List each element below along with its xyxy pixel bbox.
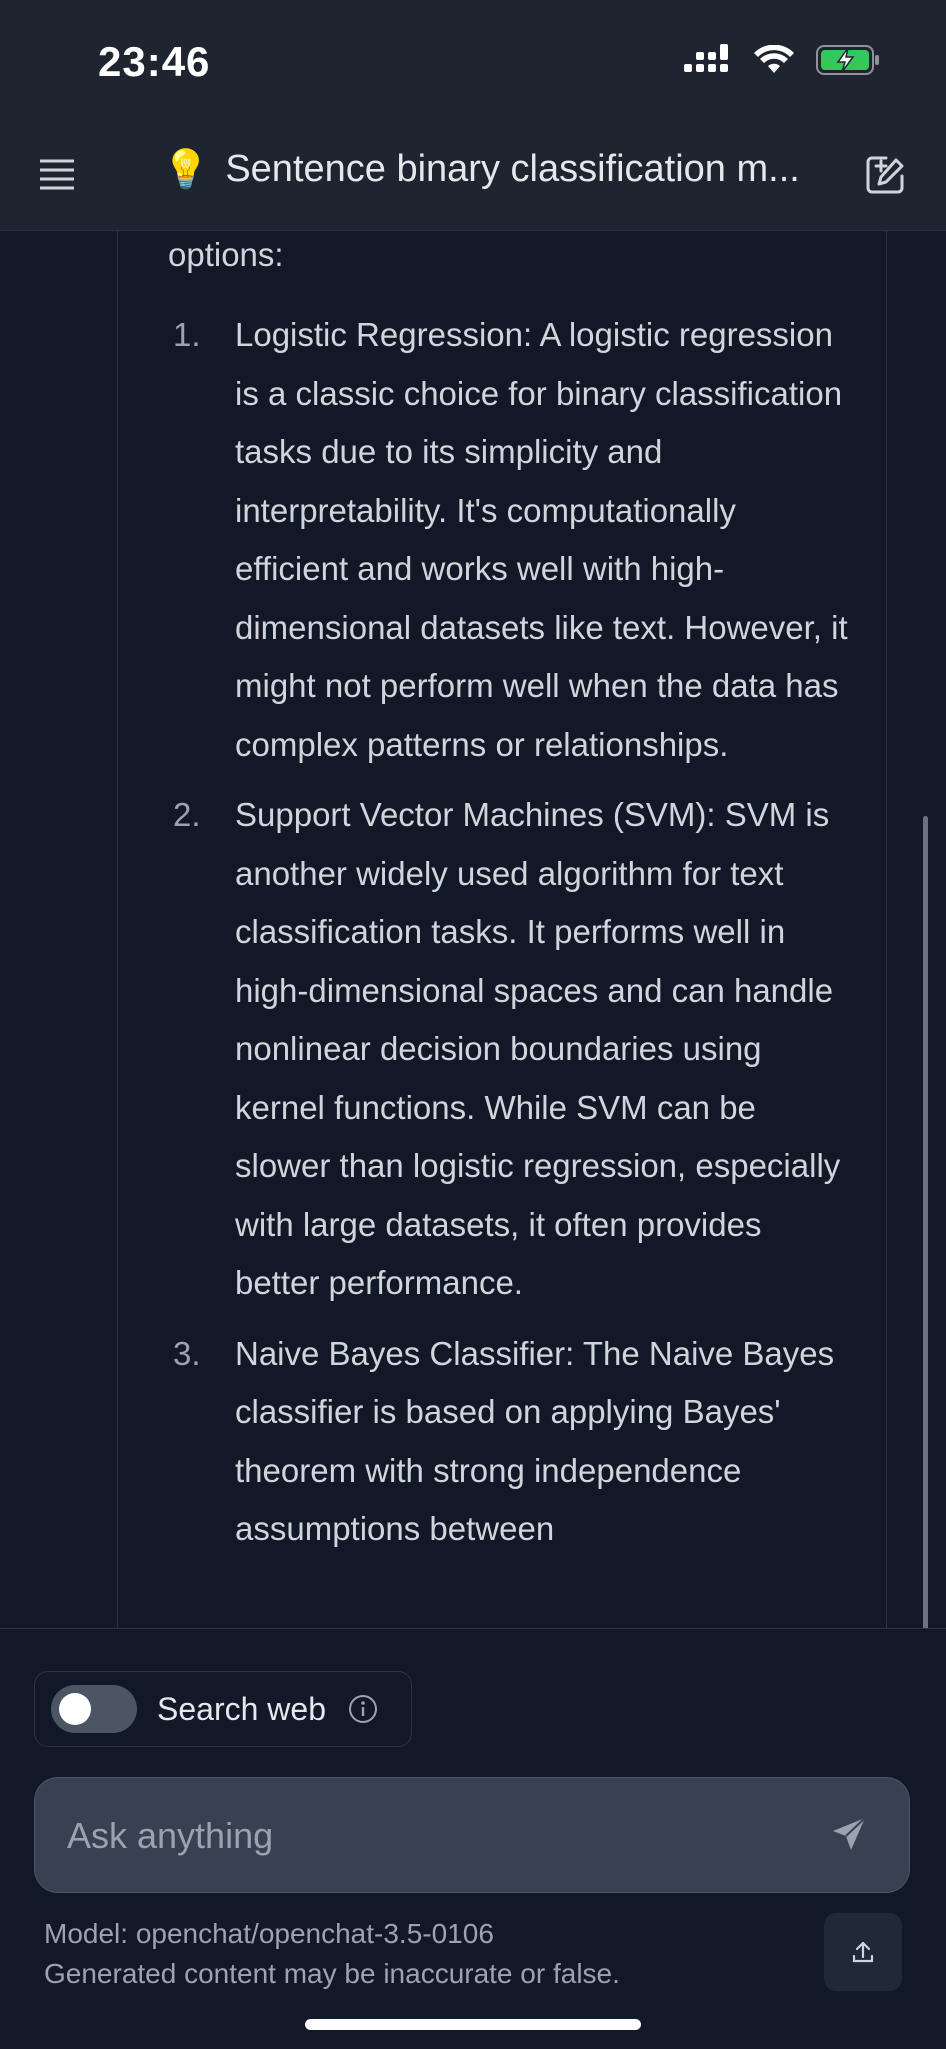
info-icon[interactable] [348, 1694, 378, 1724]
lightbulb-icon: 💡 [162, 148, 210, 191]
list-item: 3. Naive Bayes Classifier: The Naive Bay… [168, 1325, 848, 1559]
disclaimer-text: Generated content may be inaccurate or f… [44, 1958, 620, 1989]
list-item-text: Support Vector Machines (SVM): SVM is an… [235, 796, 841, 1301]
chat-title-area: 💡 Sentence binary classification m... [162, 148, 800, 191]
list-item-text: Logistic Regression: A logistic regressi… [235, 316, 848, 763]
message-area[interactable]: options: 1. Logistic Regression: A logis… [0, 231, 946, 1628]
ask-input[interactable] [65, 1778, 809, 1894]
status-bar: 23:46 [0, 0, 946, 120]
status-icons [684, 44, 882, 76]
status-time: 23:46 [98, 38, 211, 85]
ask-input-box [34, 1777, 910, 1894]
search-web-label: Search web [157, 1690, 326, 1727]
answer-list: 1. Logistic Regression: A logistic regre… [168, 306, 848, 1571]
home-indicator [305, 2019, 641, 2030]
send-icon[interactable] [829, 1814, 869, 1854]
assistant-message [117, 231, 887, 1628]
search-web-toggle[interactable] [51, 1685, 137, 1733]
composer-area: Search web Model: openchat/openchat-3.5-… [0, 1628, 946, 2049]
model-label: Model: openchat/openchat-3.5-0106 [44, 1918, 494, 1949]
wifi-icon [754, 45, 794, 73]
message-intro: options: [168, 236, 284, 273]
edit-icon[interactable] [862, 152, 908, 198]
menu-icon[interactable] [38, 156, 76, 194]
signal-icon [684, 44, 728, 72]
list-item: 1. Logistic Regression: A logistic regre… [168, 306, 848, 774]
toggle-knob [59, 1693, 91, 1725]
list-number: 3. [173, 1334, 201, 1372]
scrollbar[interactable] [923, 816, 928, 1628]
footer-info: Model: openchat/openchat-3.5-0106 Genera… [44, 1914, 620, 1994]
top-bar: 💡 Sentence binary classification m... [0, 120, 946, 231]
chat-title: Sentence binary classification m... [225, 148, 800, 190]
list-number: 2. [173, 796, 201, 833]
share-button[interactable] [824, 1913, 902, 1991]
battery-charging-icon [816, 45, 879, 75]
search-web-toggle-group: Search web [34, 1671, 412, 1747]
list-number: 1. [173, 316, 201, 353]
share-icon [852, 1941, 874, 1963]
list-item: 2. Support Vector Machines (SVM): SVM is… [168, 786, 848, 1313]
list-item-text: Naive Bayes Classifier: The Naive Bayes … [235, 1334, 835, 1548]
